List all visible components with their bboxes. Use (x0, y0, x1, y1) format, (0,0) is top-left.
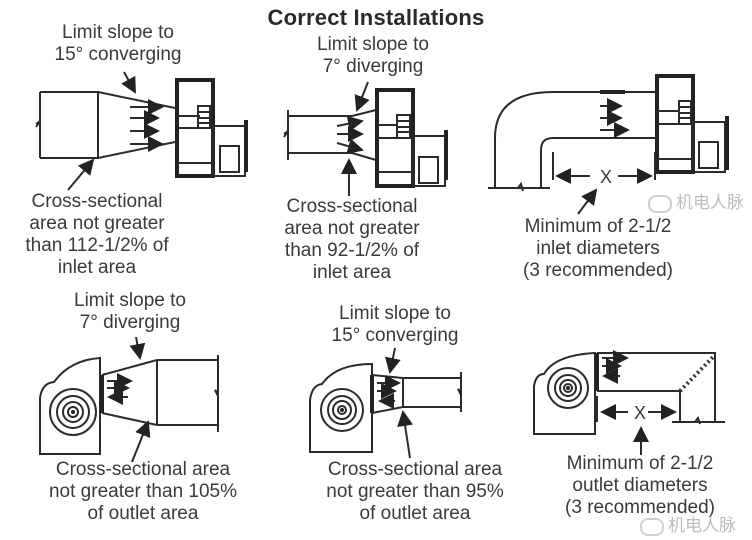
panel6-distance-label: Minimum of 2-1/2 outlet diameters (3 rec… (540, 453, 740, 519)
panel4-drawing (39, 336, 219, 463)
label-line: inlet area (312, 262, 392, 283)
airflow-arrows (107, 373, 133, 405)
dimension-x (596, 396, 677, 422)
label-line: inlet area (57, 257, 137, 278)
page-title: Correct Installations (267, 5, 485, 30)
panel1-slope-label: Limit slope to 15° converging (28, 22, 208, 66)
label-line: Minimum of 2-1/2 (566, 453, 714, 474)
label-line: 15° converging (331, 325, 459, 346)
watermark: 机电人脉 (648, 193, 744, 213)
turning-vanes (678, 355, 715, 393)
elbow-inner (540, 137, 655, 188)
label-line: Cross-sectional area (327, 459, 503, 480)
watermark-text: 机电人脉 (668, 516, 736, 535)
label-line: than 112-1/2% of (25, 235, 169, 256)
outlet-duct (402, 372, 462, 412)
area-pointer (397, 410, 414, 459)
airflow-arrows (377, 375, 401, 409)
blower-housing (309, 362, 373, 453)
panel3-drawing (488, 74, 729, 215)
break-mark (694, 415, 701, 425)
break-mark (283, 130, 289, 138)
watermark-text: 机电人脉 (676, 193, 744, 212)
outlet-duct (156, 355, 219, 432)
watermark: 机电人脉 (640, 516, 736, 536)
panel5-drawing (309, 347, 462, 459)
dimension-pointer (577, 188, 598, 215)
label-line: outlet diameters (572, 475, 708, 496)
diverging-transition (351, 109, 377, 161)
panel3-distance-label: Minimum of 2-1/2 inlet diameters (3 reco… (498, 216, 698, 282)
panel4-area-label: Cross-sectional area not greater than 10… (28, 459, 258, 525)
label-line: area not greater (29, 213, 165, 234)
label-line: inlet diameters (536, 238, 660, 259)
blower-housing (39, 356, 101, 455)
blower-wheel (547, 367, 589, 409)
label-line: Cross-sectional (31, 191, 163, 212)
label-line: Limit slope to (339, 303, 451, 324)
panel6-drawing (533, 350, 725, 455)
label-line: not greater than 105% (48, 481, 238, 502)
elbow-outer (494, 91, 655, 188)
panel5-slope-label: Limit slope to 15° converging (315, 303, 475, 347)
panel2-slope-label: Limit slope to 7° diverging (293, 34, 453, 78)
label-line: Limit slope to (62, 22, 174, 43)
airflow-arrows (130, 99, 164, 152)
slope-pointer (354, 81, 370, 112)
break-mark (517, 181, 524, 192)
panel2-area-label: Cross-sectional area not greater than 92… (262, 196, 442, 284)
break-mark (214, 389, 219, 397)
break-mark (457, 388, 462, 396)
blower-wheel (49, 388, 97, 436)
label-line: 7° diverging (79, 312, 181, 333)
inlet-duct (39, 91, 99, 159)
airflow-arrows (602, 350, 629, 384)
slope-pointer (121, 71, 136, 94)
dimension-x (552, 152, 656, 184)
label-line: Cross-sectional area (55, 459, 231, 480)
label-line: Limit slope to (317, 34, 429, 55)
label-line: of outlet area (87, 503, 199, 524)
label-line: Cross-sectional (286, 196, 418, 217)
label-line: (3 recommended) (565, 497, 715, 518)
chat-bubble-icon (640, 517, 664, 536)
panel6-dimension-x: X (633, 403, 646, 423)
label-line: than 92-1/2% of (284, 240, 420, 261)
label-line: of outlet area (359, 503, 471, 524)
fan-unit (655, 74, 729, 174)
label-line: Minimum of 2-1/2 (524, 216, 672, 237)
panel1-drawing (35, 71, 248, 191)
blower-wheel (320, 388, 364, 432)
slope-pointer (129, 336, 146, 360)
area-pointer (131, 420, 151, 463)
area-pointer (67, 158, 95, 191)
break-mark (35, 120, 41, 128)
panel5-area-label: Cross-sectional area not greater than 95… (302, 459, 528, 525)
slope-pointer (385, 347, 401, 374)
inlet-duct (287, 110, 352, 160)
label-line: Limit slope to (74, 290, 186, 311)
panel3-dimension-x: X (599, 167, 612, 187)
diverging-transition (101, 359, 158, 426)
fan-unit (175, 78, 248, 178)
chat-bubble-icon (648, 194, 672, 213)
converging-transition (97, 91, 176, 159)
label-line: not greater than 95% (326, 481, 504, 502)
fan-unit (375, 88, 448, 188)
airflow-arrows (600, 98, 630, 138)
blower-housing (533, 351, 596, 435)
airflow-arrows (336, 115, 364, 154)
label-line: 7° diverging (322, 56, 424, 77)
panel1-area-label: Cross-sectional area not greater than 11… (4, 191, 190, 279)
panel4-slope-label: Limit slope to 7° diverging (50, 290, 210, 334)
label-line: (3 recommended) (523, 260, 673, 281)
converging-transition (371, 374, 404, 414)
panel2-drawing (283, 81, 448, 196)
label-line: 15° converging (54, 44, 182, 65)
label-line: area not greater (284, 218, 420, 239)
